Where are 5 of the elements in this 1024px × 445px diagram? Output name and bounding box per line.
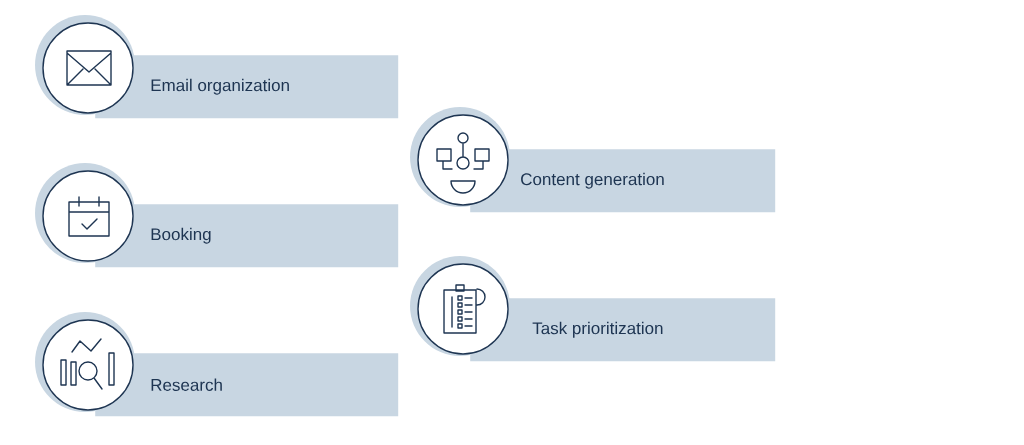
- banner: Content generation: [470, 149, 776, 213]
- banner: Research: [95, 353, 399, 417]
- banner: Booking: [95, 204, 399, 268]
- banner: Task prioritization: [470, 298, 776, 362]
- banner: Email organization: [95, 55, 399, 119]
